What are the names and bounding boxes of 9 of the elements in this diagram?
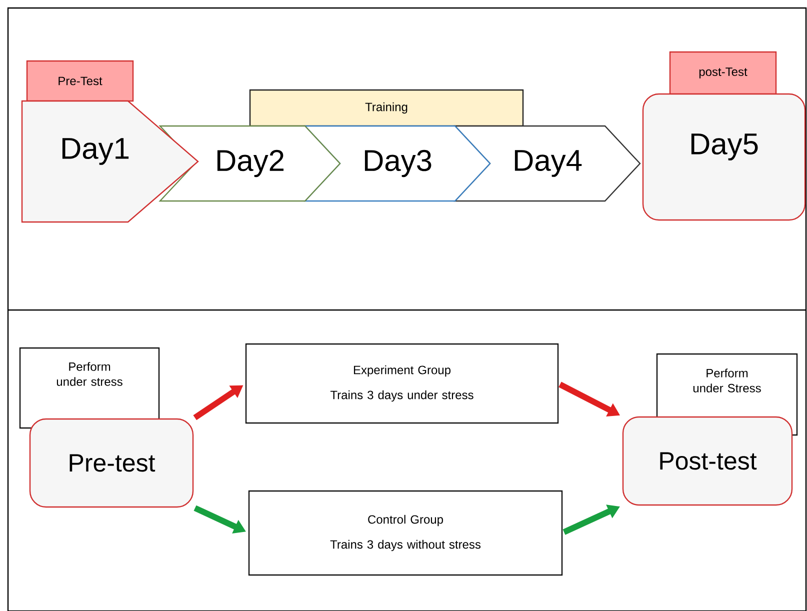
rounded-box: Post-test: [622, 416, 793, 506]
rounded-box: Day5: [642, 93, 806, 221]
tab-label: post-Test: [669, 51, 777, 95]
tab-label: Pre-Test: [26, 60, 134, 102]
rounded-box: Pre-test: [29, 418, 194, 508]
training-band: Training: [249, 89, 524, 127]
text-box: Perform under stress: [19, 347, 160, 429]
group-box: Experiment Group Trains 3 days under stress: [245, 343, 559, 424]
group-box: Control Group Trains 3 days without stress: [248, 490, 563, 576]
